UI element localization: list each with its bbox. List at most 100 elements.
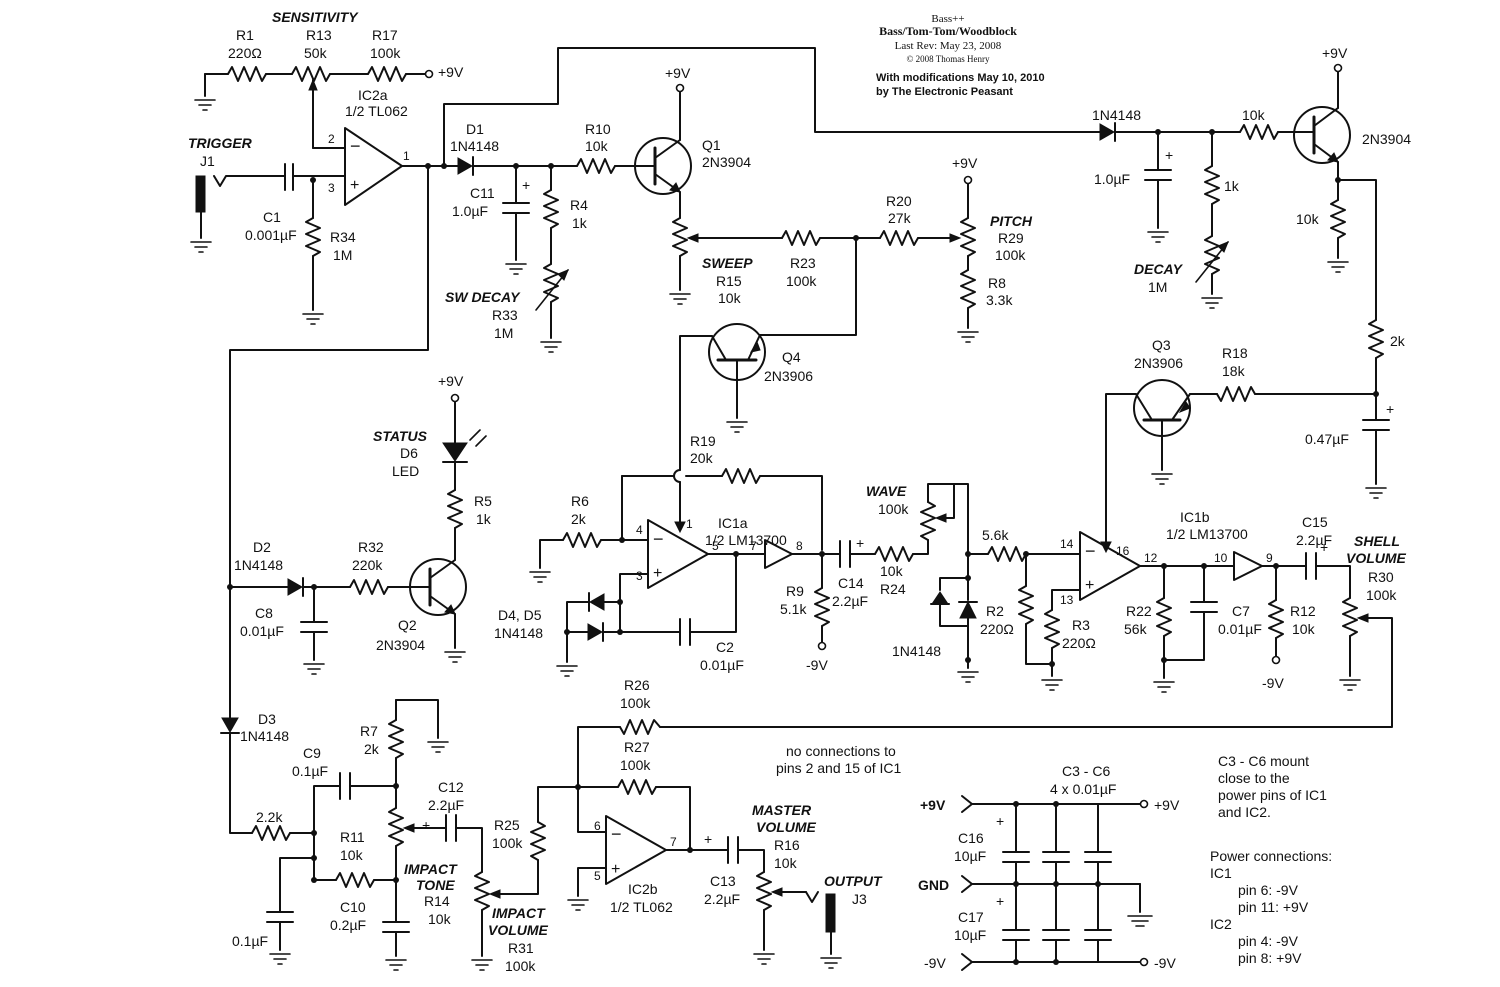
r-2k-value: 2k xyxy=(1390,333,1406,349)
wave-value: 100k xyxy=(878,501,909,517)
r8-label: R8 xyxy=(988,275,1006,291)
ic1a-buffer xyxy=(764,539,793,569)
r32-label: R32 xyxy=(358,539,384,555)
r1-value: 220Ω xyxy=(228,45,262,61)
c11-value: 1.0µF xyxy=(452,203,488,219)
ic1b-buffer xyxy=(1233,551,1263,581)
ic2b-type: 1/2 TL062 xyxy=(610,899,673,915)
r24-value: 10k xyxy=(880,563,904,579)
r-5-6k-value: 5.6k xyxy=(982,527,1009,543)
sw-decay-label: SW DECAY xyxy=(445,289,521,305)
power-minus9-right: -9V xyxy=(1154,955,1176,971)
j1-jack xyxy=(195,175,206,213)
r26-label: R26 xyxy=(624,677,650,693)
ic1b-pin-14: 14 xyxy=(1060,537,1074,551)
r27-resistor xyxy=(617,779,657,795)
q2-transistor xyxy=(409,558,467,616)
decay-generator: 1N4148 + 1.0µF 1k DECAY 1M 10k + xyxy=(1092,45,1411,554)
d1-value: 1N4148 xyxy=(450,138,499,154)
q2-value: 2N3904 xyxy=(376,637,425,653)
c1-label: C1 xyxy=(263,209,281,225)
c12-value: 2.2µF xyxy=(428,797,464,813)
r26-resistor xyxy=(619,719,661,735)
r33-value: 1M xyxy=(494,325,513,341)
r20-label: R20 xyxy=(886,193,912,209)
r11-label: R11 xyxy=(340,829,365,845)
j3-jack xyxy=(825,893,836,933)
ic1a-ota xyxy=(647,519,709,589)
r9-label: R9 xyxy=(786,583,804,599)
svg-text:+: + xyxy=(996,813,1004,829)
pin-2-label: 2 xyxy=(328,132,335,146)
ic1b-type: 1/2 LM13700 xyxy=(1166,526,1248,542)
r4-label: R4 xyxy=(570,197,588,213)
c10-label: C10 xyxy=(340,899,366,915)
r10-resistor xyxy=(576,158,616,174)
c12-label: C12 xyxy=(438,779,464,795)
power-ic2-label: IC2 xyxy=(1210,916,1232,932)
r5-label: R5 xyxy=(474,493,492,509)
r32-value: 220k xyxy=(352,557,383,573)
top-transistor xyxy=(1293,106,1351,164)
tone-label: TONE xyxy=(416,877,455,893)
mixer-stage: R26 100k R27 100k − + 6 5 7 IC2b 1/2 TL0… xyxy=(567,677,902,969)
d1-label: D1 xyxy=(466,121,484,137)
d5-diode xyxy=(587,623,604,641)
q3-label: Q3 xyxy=(1152,337,1171,353)
ic1a-type: 1/2 LM13700 xyxy=(705,532,787,548)
r9-n9-label: -9V xyxy=(806,657,828,673)
r7-resistor xyxy=(388,719,404,759)
no-connections-note-2: pins 2 and 15 of IC1 xyxy=(776,760,902,776)
c17-label: C17 xyxy=(958,909,984,925)
r-2k-resistor xyxy=(1368,319,1384,359)
modification-line-1: With modifications May 10, 2010 xyxy=(876,72,1045,84)
power-gnd-label: GND xyxy=(918,877,949,893)
ic1b-pin-16: 16 xyxy=(1116,544,1130,558)
r31-impact-volume-potentiometer xyxy=(474,871,490,911)
r31-label: R31 xyxy=(508,940,534,956)
r27-value: 100k xyxy=(620,757,651,773)
ic2a-label: IC2a xyxy=(358,87,388,103)
ic2a-type: 1/2 TL062 xyxy=(345,103,408,119)
r29-pitch-potentiometer xyxy=(960,217,976,257)
power-ic2-pin8: pin 8: +9V xyxy=(1238,950,1302,966)
ic2b-pin-6: 6 xyxy=(594,819,601,833)
d1-diode xyxy=(457,157,474,175)
r-5-6k-resistor xyxy=(987,546,1027,562)
j3-label: J3 xyxy=(852,891,867,907)
svg-text:−: − xyxy=(653,529,664,549)
status-indicator: +9V STATUS D6 LED R5 1k D2 1N4148 C8 0.0… xyxy=(227,373,492,675)
r25-label: R25 xyxy=(494,817,520,833)
r27-label: R27 xyxy=(624,739,650,755)
status-label: STATUS xyxy=(373,428,428,444)
top-diode xyxy=(1099,123,1116,141)
r26-value: 100k xyxy=(620,695,651,711)
ic2b-pin-7: 7 xyxy=(670,835,677,849)
c8-label: C8 xyxy=(255,605,273,621)
power-ic1-pin6: pin 6: -9V xyxy=(1238,882,1299,898)
r25-resistor xyxy=(530,821,546,861)
r25-value: 100k xyxy=(492,835,523,851)
r5-resistor xyxy=(447,489,463,529)
c3-c6-value: 4 x 0.01µF xyxy=(1050,781,1116,797)
svg-text:+: + xyxy=(350,177,359,194)
d2-label: D2 xyxy=(253,539,271,555)
r15-value: 10k xyxy=(718,290,742,306)
shell-label: SHELL xyxy=(1354,533,1400,549)
ic1a-pin-1: 1 xyxy=(686,517,693,531)
q1-transistor xyxy=(634,137,692,195)
power-minus9-left: -9V xyxy=(924,955,946,971)
svg-text:+: + xyxy=(996,893,1004,909)
wave-potentiometer xyxy=(920,501,936,541)
input-stage: SENSITIVITY R1 220Ω R13 50k R17 100k +9V… xyxy=(188,9,1101,588)
ic1a-pin-7: 7 xyxy=(750,539,757,553)
power-ic1-pin11: pin 11: +9V xyxy=(1238,899,1309,915)
r24-label: R24 xyxy=(880,581,906,597)
j1-label: J1 xyxy=(200,153,215,169)
r12-label: R12 xyxy=(1290,603,1316,619)
r2-resistor xyxy=(1018,585,1034,625)
ic1a-stage: R19 20k IC1a 1/2 LM13700 R6 2k − + 4 3 1… xyxy=(494,433,969,677)
r30-value: 100k xyxy=(1366,587,1397,603)
q1-label: Q1 xyxy=(702,137,721,153)
r12-value: 10k xyxy=(1292,621,1316,637)
